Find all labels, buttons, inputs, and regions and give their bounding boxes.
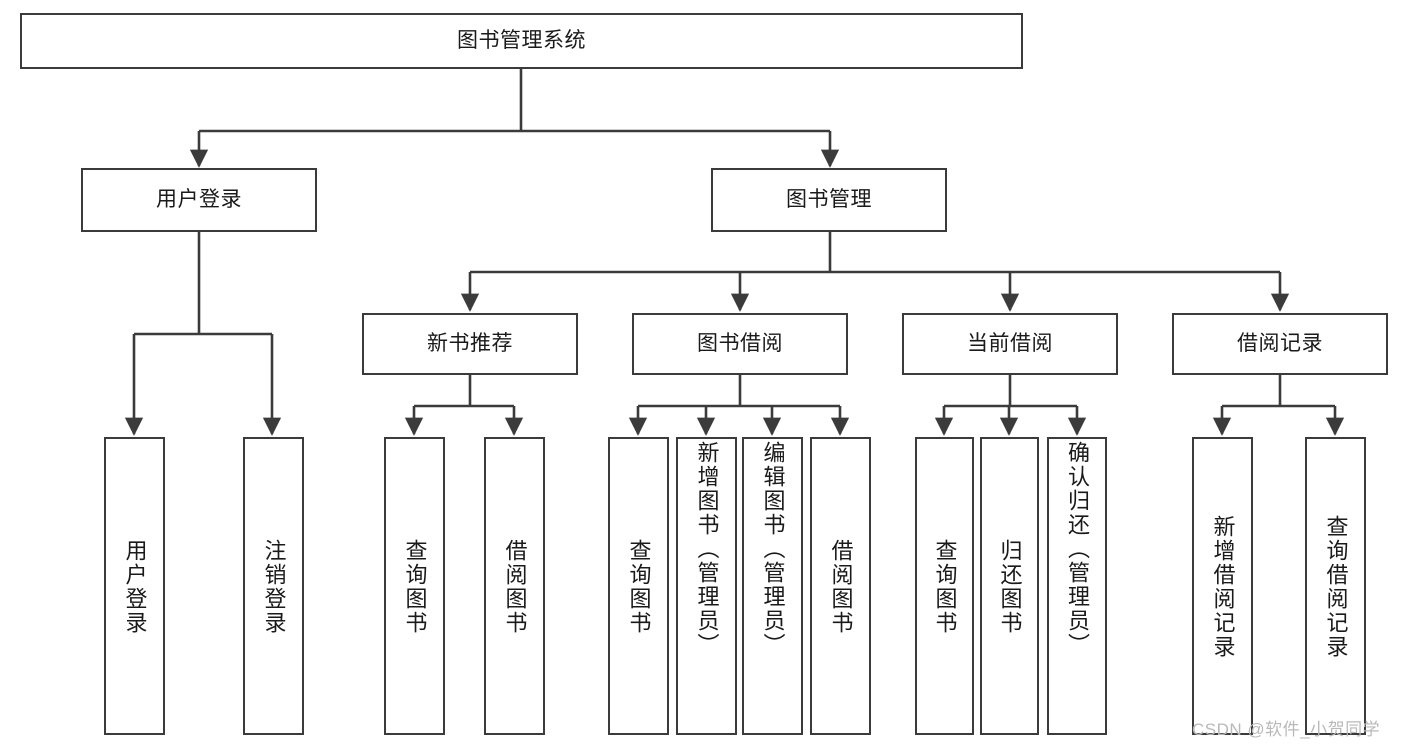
node-label: 用户登录 xyxy=(122,539,148,635)
leaf-current-borrow-confirm-return[interactable]: 确认归还（管理员） xyxy=(1047,437,1107,735)
node-label: 新增借阅记录 xyxy=(1210,515,1236,659)
node-label: 借阅图书 xyxy=(502,539,528,635)
node-label: 图书借阅 xyxy=(697,332,783,356)
node-label: 查询借阅记录 xyxy=(1323,515,1349,659)
node-book-borrow[interactable]: 图书借阅 xyxy=(632,313,848,375)
node-label: 查询图书 xyxy=(626,539,652,635)
node-current-borrow[interactable]: 当前借阅 xyxy=(902,313,1118,375)
node-label: 查询图书 xyxy=(402,539,428,635)
leaf-borrow-record-add[interactable]: 新增借阅记录 xyxy=(1192,437,1253,735)
node-new-book-recommend[interactable]: 新书推荐 xyxy=(362,313,578,375)
leaf-book-borrow-add[interactable]: 新增图书（管理员） xyxy=(676,437,737,735)
node-label: 图书管理系统 xyxy=(457,29,586,53)
node-borrow-record[interactable]: 借阅记录 xyxy=(1172,313,1388,375)
node-label: 确认归还（管理员） xyxy=(1065,441,1090,657)
leaf-new-book-borrow[interactable]: 借阅图书 xyxy=(484,437,545,735)
node-label: 新书推荐 xyxy=(427,332,513,356)
leaf-book-borrow-borrow[interactable]: 借阅图书 xyxy=(810,437,871,735)
node-user-login[interactable]: 用户登录 xyxy=(81,168,317,232)
leaf-current-borrow-query[interactable]: 查询图书 xyxy=(915,437,974,735)
leaf-user-login-login[interactable]: 用户登录 xyxy=(104,437,165,735)
node-root-system[interactable]: 图书管理系统 xyxy=(20,13,1023,69)
node-book-management[interactable]: 图书管理 xyxy=(711,168,947,232)
node-label: 用户登录 xyxy=(156,188,242,212)
leaf-book-borrow-query[interactable]: 查询图书 xyxy=(608,437,669,735)
node-label: 编辑图书（管理员） xyxy=(760,441,786,657)
node-label: 借阅图书 xyxy=(828,539,854,635)
node-label: 新增图书（管理员） xyxy=(694,441,720,657)
leaf-borrow-record-query[interactable]: 查询借阅记录 xyxy=(1305,437,1366,735)
node-label: 注销登录 xyxy=(261,539,287,635)
node-label: 借阅记录 xyxy=(1237,332,1323,356)
node-label: 查询图书 xyxy=(932,539,958,635)
node-label: 图书管理 xyxy=(786,188,872,212)
leaf-book-borrow-edit[interactable]: 编辑图书（管理员） xyxy=(742,437,803,735)
node-label: 归还图书 xyxy=(997,539,1023,635)
leaf-user-login-logout[interactable]: 注销登录 xyxy=(243,437,304,735)
leaf-new-book-query[interactable]: 查询图书 xyxy=(384,437,445,735)
leaf-current-borrow-return[interactable]: 归还图书 xyxy=(980,437,1039,735)
node-label: 当前借阅 xyxy=(967,332,1053,356)
